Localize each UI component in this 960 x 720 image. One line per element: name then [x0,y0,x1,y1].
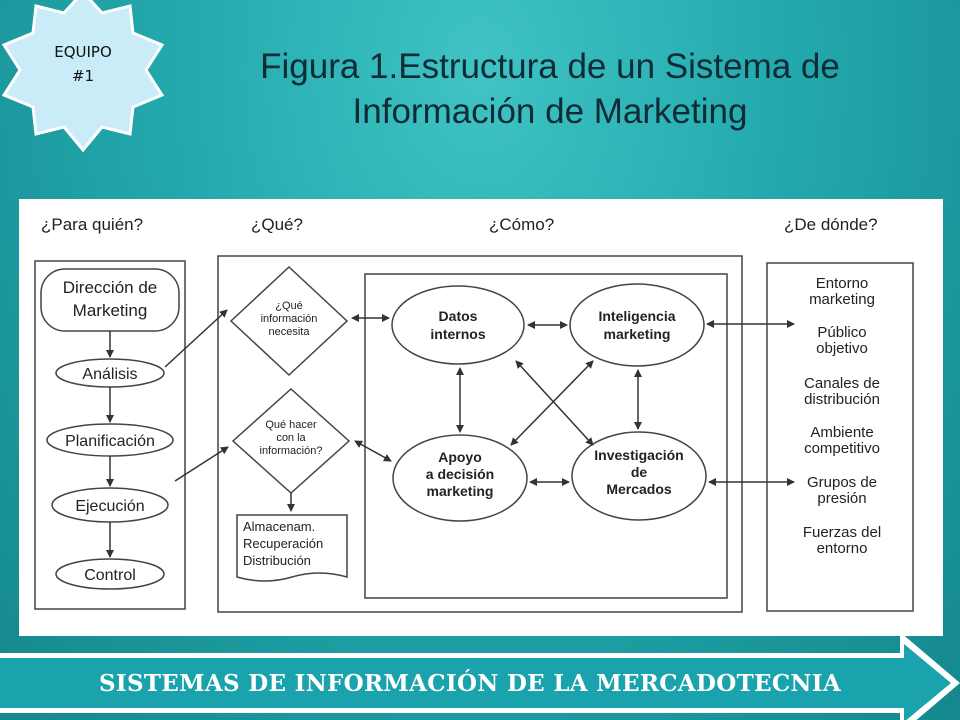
source-3-line1: Canales de [804,375,880,392]
header-for-whom: ¿Para quién? [41,215,143,234]
slide-title-line1: Figura 1.Estructura de un Sistema de [260,47,840,86]
ejecucion-label: Ejecución [75,498,144,515]
inteligencia-line1: Inteligencia [598,308,675,324]
datos-internos-node [391,285,525,365]
investigacion-line1: Investigación [594,447,683,463]
datos-line2: internos [430,326,485,342]
storage-document [236,514,348,582]
what-arrows [164,309,295,512]
header-from-where: ¿De dónde? [784,215,878,234]
star-shape [1,0,165,153]
investigacion-mercados-node [571,431,707,521]
source-5-line2: presión [817,490,866,507]
source-3-line2: distribución [804,391,880,408]
apoyo-line2: a decisión [426,466,494,482]
source-1-line1: Entorno [816,275,869,292]
team-label-line2: #1 [71,67,95,85]
doc-line2: Recuperación [243,536,323,551]
planificacion-label: Planificación [65,433,155,450]
info-use-line1: Qué hacer [265,419,317,431]
direccion-line2: Marketing [73,301,148,320]
what-how-box [217,255,743,613]
team-star-badge [1,0,165,153]
header-how: ¿Cómo? [489,215,554,234]
source-2-line1: Público [817,324,866,341]
analisis-label: Análisis [82,366,137,383]
marketing-information-system-diagram: ¿Para quién? ¿Qué? ¿Cómo? ¿De dónde? Dir… [34,215,914,613]
info-use-line2: con la [276,432,306,444]
banner-arrow-fill [0,644,951,720]
source-1-line2: marketing [809,291,875,308]
source-5-line1: Grupos de [807,474,877,491]
doc-line1: Almacenam. [243,519,315,534]
who-column-box [34,260,186,610]
info-need-diamond [229,265,349,377]
apoyo-line3: marketing [427,483,494,499]
info-need-line3: necesita [269,326,311,338]
slide-title: Figura 1.Estructura de un Sistema de Inf… [190,44,910,134]
source-6-line2: entorno [817,540,868,557]
doc-line3: Distribución [243,553,311,568]
control-node [55,558,165,590]
sources-list: Entorno marketing Público objetivo Canal… [803,275,881,557]
slide-title-line2: Información de Marketing [352,92,748,131]
source-2-line2: objetivo [816,340,868,357]
source-6-line1: Fuerzas del [803,524,881,541]
where-column-box [766,262,914,612]
how-arrows [351,314,795,486]
header-what: ¿Qué? [251,215,303,234]
how-box [364,273,728,599]
info-need-line2: información [261,313,318,325]
source-4-line2: competitivo [804,440,880,457]
control-label: Control [84,567,136,584]
apoyo-decision-node [392,434,528,522]
inteligencia-marketing-node [569,283,705,367]
inteligencia-line2: marketing [604,326,671,342]
direccion-line1: Dirección de [63,278,158,297]
footer-banner-label: SISTEMAS DE INFORMACIÓN DE LA MERCADOTEC… [99,670,841,697]
team-label-line1: EQUIPO [54,43,112,61]
info-use-line3: información? [260,445,323,457]
apoyo-line1: Apoyo [438,449,482,465]
investigacion-line3: Mercados [606,481,672,497]
source-4-line1: Ambiente [810,424,873,441]
info-need-line1: ¿Qué [275,300,303,312]
team-label: EQUIPO #1 [44,40,122,88]
investigacion-line2: de [631,464,648,480]
diagram-panel: ¿Para quién? ¿Qué? ¿Cómo? ¿De dónde? Dir… [19,199,943,636]
datos-line1: Datos [439,308,478,324]
